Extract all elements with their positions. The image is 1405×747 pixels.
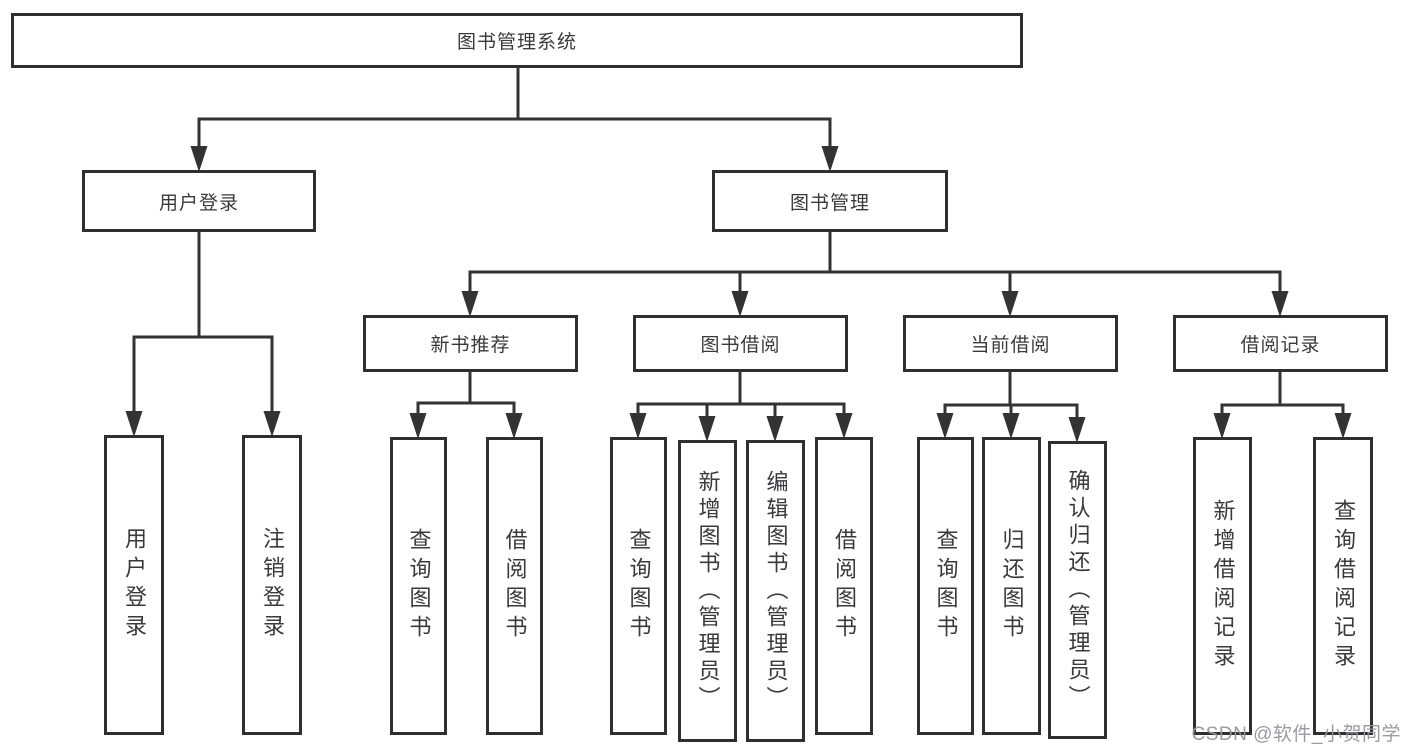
leaf-label: 注销登录 [260, 527, 285, 643]
leaf-label: 查询图书 [406, 528, 432, 644]
leaf-label: 归还图书 [999, 528, 1025, 644]
leaf-label: 借阅图书 [832, 528, 857, 644]
leaf-borrow-book: 借阅图书 [815, 437, 873, 735]
leaf-query-book: 查询图书 [390, 437, 447, 735]
csdn-watermark: CSDN @软件_小贺同学 [1191, 724, 1401, 745]
node-label: 图书管理系统 [456, 32, 577, 53]
leaf-label: 新增借阅记录 [1210, 499, 1236, 673]
node-label: 当前借阅 [970, 335, 1051, 356]
leaf-add-book-admin: 新增图书（管理员） [678, 440, 737, 742]
leaf-user-login: 用户登录 [104, 435, 164, 735]
node-book-borrow: 图书借阅 [633, 315, 848, 372]
leaf-label: 借阅图书 [502, 528, 528, 644]
leaf-label: 用户登录 [122, 527, 147, 643]
node-user-login: 用户登录 [82, 170, 316, 232]
leaf-confirm-return-admin: 确认归还（管理员） [1048, 441, 1107, 739]
leaf-return-book: 归还图书 [982, 437, 1041, 735]
node-label: 图书管理 [789, 192, 870, 214]
leaf-label: 查询图书 [933, 528, 959, 644]
leaf-add-borrow-record: 新增借阅记录 [1193, 437, 1252, 735]
leaf-query-book: 查询图书 [917, 437, 974, 735]
leaf-label: 查询图书 [626, 528, 652, 644]
arrowheads [125, 146, 1352, 443]
leaf-query-book: 查询图书 [610, 437, 667, 735]
leaf-edit-book-admin: 编辑图书（管理员） [746, 440, 805, 742]
node-label: 用户登录 [158, 192, 239, 214]
leaf-logout: 注销登录 [242, 435, 302, 735]
node-borrow-records: 借阅记录 [1173, 315, 1388, 372]
leaf-borrow-book: 借阅图书 [486, 437, 543, 735]
leaf-label: 查询借阅记录 [1331, 499, 1356, 673]
leaf-label: 新增图书（管理员） [695, 469, 721, 713]
leaf-label: 确认归还（管理员） [1065, 468, 1091, 712]
node-label: 新书推荐 [430, 335, 511, 356]
node-new-book-recommend: 新书推荐 [363, 315, 578, 372]
node-current-borrow: 当前借阅 [903, 315, 1118, 372]
node-root: 图书管理系统 [11, 13, 1023, 68]
leaf-query-borrow-record: 查询借阅记录 [1313, 437, 1373, 735]
node-label: 图书借阅 [700, 335, 781, 356]
node-label: 借阅记录 [1240, 335, 1321, 356]
node-book-management: 图书管理 [712, 170, 948, 232]
leaf-label: 编辑图书（管理员） [763, 469, 789, 713]
